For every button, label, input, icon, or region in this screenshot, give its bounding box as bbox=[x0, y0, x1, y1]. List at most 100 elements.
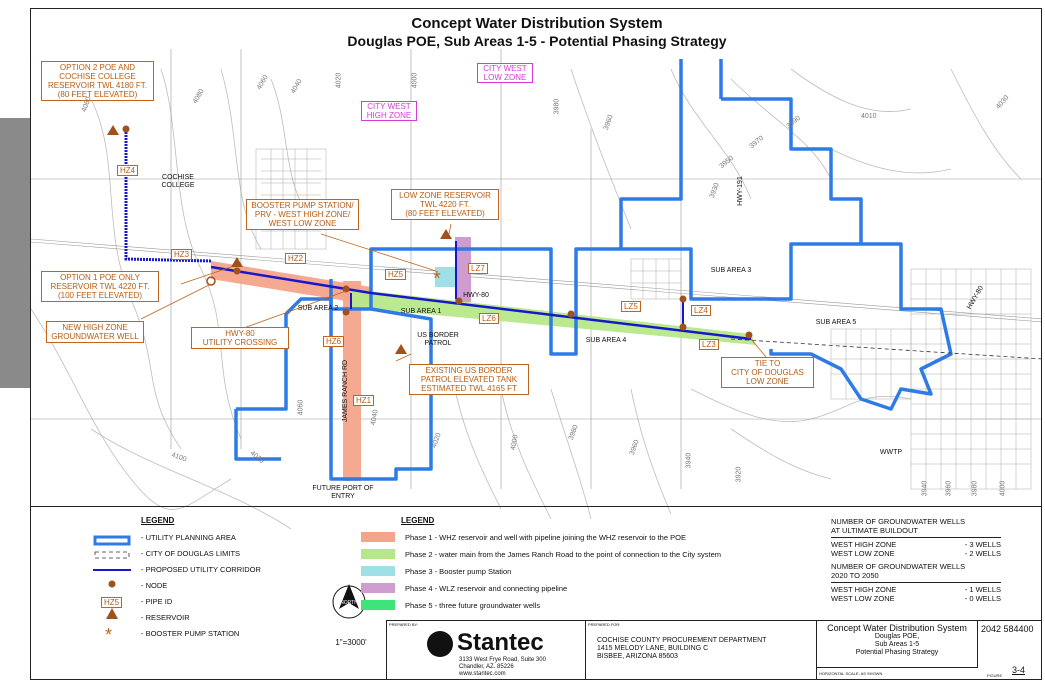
contour-label: 4000 bbox=[411, 72, 419, 89]
company-name: Stantec bbox=[457, 629, 544, 656]
legend-item-node: - NODE bbox=[141, 580, 168, 590]
label-james-ranch-rd: JAMES RANCH RD bbox=[342, 359, 349, 423]
client-info: COCHISE COUNTY PROCUREMENT DEPARTMENT 14… bbox=[597, 637, 767, 660]
label-option2-reservoir: OPTION 2 POE AND COCHISE COLLEGE RESERVO… bbox=[41, 61, 154, 101]
legend-divider bbox=[31, 506, 1041, 507]
contour-label: 4000 bbox=[999, 480, 1007, 497]
legend-item-planning-area: - UTILITY PLANNING AREA bbox=[141, 532, 236, 542]
label-future-port-of-entry: FUTURE PORT OF ENTRY bbox=[312, 485, 374, 500]
phase4-band bbox=[455, 237, 471, 302]
label-sub-area-1: SUB AREA 1 bbox=[400, 308, 442, 315]
contour-label: 3920 bbox=[735, 466, 743, 483]
map-title: Concept Water Distribution System bbox=[411, 15, 663, 32]
road-grid bbox=[31, 49, 1041, 489]
pipe-id: HZ4 bbox=[117, 165, 139, 176]
label-hwy80-crossing: HWY-80 UTILITY CROSSING bbox=[191, 327, 289, 349]
legend-item-reservoir: - RESERVOIR bbox=[141, 612, 190, 622]
contour-label: 3980 bbox=[971, 480, 979, 497]
contour-label: 3980 bbox=[553, 98, 561, 115]
label-tie-city-of-douglas: TIE TO CITY OF DOUGLAS LOW ZONE bbox=[721, 357, 814, 388]
nodes bbox=[122, 125, 753, 339]
drawing-sheet: Concept Water Distribution System Dougla… bbox=[30, 8, 1042, 680]
wells-row: WEST LOW ZONE- 2 WELLS bbox=[831, 549, 1001, 558]
label-city-west-high-zone: CITY WEST HIGH ZONE bbox=[361, 101, 417, 121]
legend-phase-4: Phase 4 - WLZ reservoir and connecting p… bbox=[361, 582, 567, 594]
legend-item-city-limits: - CITY OF DOUGLAS LIMITS bbox=[141, 548, 241, 558]
city-limits bbox=[730, 338, 1041, 360]
wells-row: WEST HIGH ZONE- 3 WELLS bbox=[831, 540, 1001, 549]
scale-note: HORIZONTAL SCALE: AS SHOWN bbox=[819, 671, 883, 676]
label-option1-reservoir: OPTION 1 POE ONLY RESERVOIR TWL 4220 FT.… bbox=[41, 271, 159, 302]
svg-text:*: * bbox=[105, 625, 112, 645]
label-city-west-low-zone: CITY WEST LOW ZONE bbox=[477, 63, 533, 83]
contour-label: 3960 bbox=[945, 480, 953, 497]
page-edge-tab bbox=[0, 118, 30, 388]
pipe-id: HZ5 bbox=[385, 269, 407, 280]
label-cochise-college: COCHISE COLLEGE bbox=[161, 174, 195, 189]
contour-lines bbox=[31, 68, 1022, 530]
north-label: NORTH bbox=[340, 600, 358, 606]
legend-phases: LEGEND Phase 1 - WHZ reservoir and well … bbox=[361, 516, 801, 626]
label-low-zone-reservoir: LOW ZONE RESERVOIR TWL 4220 FT. (80 FEET… bbox=[391, 189, 499, 220]
contour-label: 3940 bbox=[921, 480, 929, 497]
phase-swatch bbox=[361, 566, 395, 576]
pipe-id: LZ6 bbox=[479, 313, 499, 324]
label-sub-area-4: SUB AREA 4 bbox=[585, 337, 627, 344]
pipe-id: LZ7 bbox=[468, 263, 488, 274]
phase-swatch bbox=[361, 549, 395, 559]
reservoirs bbox=[107, 125, 452, 354]
contour-label: 3940 bbox=[685, 452, 693, 469]
stantec-logo-icon bbox=[427, 631, 453, 657]
legend-item-booster: - BOOSTER PUMP STATION bbox=[141, 628, 240, 638]
contour-label: 4020 bbox=[335, 72, 343, 89]
label-hwy191: HWY-191 bbox=[737, 176, 744, 206]
sheet-subtitle: Douglas POE, Sub Areas 1-5 Potential Pha… bbox=[855, 633, 939, 656]
pipe-id: HZ1 bbox=[353, 395, 375, 406]
phase-swatch bbox=[361, 583, 395, 593]
legend-swatches: * bbox=[93, 535, 131, 645]
leader-lines bbox=[140, 223, 767, 362]
label-hwy80: HWY-80 bbox=[463, 292, 489, 299]
map-canvas: * * bbox=[31, 49, 1041, 645]
scale-label: 1"=3000' bbox=[335, 638, 367, 647]
label-booster-pump-station: BOOSTER PUMP STATION/ PRV - WEST HIGH ZO… bbox=[246, 199, 359, 230]
legend-title: LEGEND bbox=[141, 516, 175, 525]
pipe-id: HZ3 bbox=[171, 249, 193, 260]
pipe-id: LZ5 bbox=[621, 301, 641, 312]
pipe-id: LZ4 bbox=[691, 305, 711, 316]
title-block-left: PREPARED BY: Stantec 3133 West Frye Road… bbox=[386, 620, 816, 679]
label-new-high-zone-well: NEW HIGH ZONE GROUNDWATER WELL bbox=[46, 321, 144, 343]
prepared-by-label: PREPARED BY: bbox=[389, 622, 419, 627]
phase1-band-james-ranch bbox=[343, 281, 361, 481]
legend-item-utility-corridor: - PROPOSED UTILITY CORRIDOR bbox=[141, 564, 261, 574]
wells-header-buildout: NUMBER OF GROUNDWATER WELLS AT ULTIMATE … bbox=[831, 517, 966, 535]
company-address: 3133 West Frye Road, Suite 300 Chandler,… bbox=[459, 657, 546, 677]
label-existing-tank: EXISTING US BORDER PATROL ELEVATED TANK … bbox=[409, 364, 529, 395]
figure-label: FIGURE bbox=[987, 673, 1003, 678]
phase3-band bbox=[435, 267, 457, 287]
legend-symbols: LEGEND - UTILITY PLANNING AREA - CITY OF… bbox=[141, 516, 341, 646]
booster-station-marker: * bbox=[433, 268, 441, 290]
prepared-for-label: PREPARED FOR: bbox=[588, 622, 621, 627]
legend-phase-1: Phase 1 - WHZ reservoir and well with pi… bbox=[361, 531, 686, 543]
legend-phase-3: Phase 3 - Booster pump Station bbox=[361, 565, 511, 577]
label-wwtp: WWTP bbox=[879, 449, 903, 456]
pipe-id: HZ2 bbox=[285, 253, 307, 264]
pipe-id: LZ3 bbox=[699, 339, 719, 350]
phase-swatch bbox=[361, 532, 395, 542]
figure-number: 3-4 bbox=[1012, 665, 1026, 675]
map-subtitle: Douglas POE, Sub Areas 1-5 - Potential P… bbox=[347, 33, 727, 49]
contour-label: 4060 bbox=[297, 399, 305, 416]
new-well-node bbox=[206, 276, 216, 286]
label-sub-area-5: SUB AREA 5 bbox=[815, 319, 857, 326]
wells-row: WEST HIGH ZONE- 1 WELLS bbox=[831, 585, 1001, 594]
label-sub-area-2: SUB AREA 2 bbox=[297, 305, 339, 312]
title-block-right: Concept Water Distribution System Dougla… bbox=[816, 620, 1041, 679]
legend-phases-title: LEGEND bbox=[401, 516, 435, 525]
sheet-title: Concept Water Distribution System bbox=[827, 623, 967, 633]
project-number: 2042 584400 bbox=[981, 624, 1034, 634]
legend-phase-2: Phase 2 - water main from the James Ranc… bbox=[361, 548, 721, 560]
wells-row: WEST LOW ZONE- 0 WELLS bbox=[831, 594, 1001, 603]
legend-item-pipe-id: - PIPE ID bbox=[141, 596, 173, 606]
